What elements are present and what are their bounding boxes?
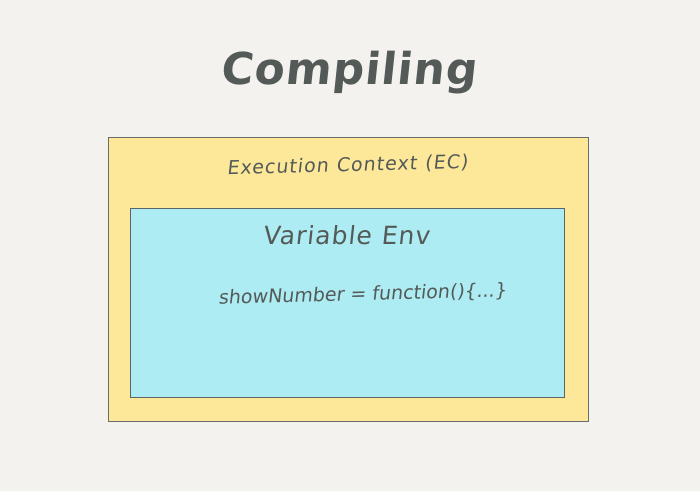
diagram-title: Compiling [218, 44, 482, 95]
execution-context-box: Execution Context (EC) Variable Env show… [108, 137, 589, 422]
variable-env-label: Variable Env [262, 221, 433, 250]
variable-binding: showNumber = function(){...} [217, 279, 509, 309]
variable-env-box: Variable Env showNumber = function(){...… [130, 208, 565, 398]
execution-context-label: Execution Context (EC) [226, 150, 471, 180]
